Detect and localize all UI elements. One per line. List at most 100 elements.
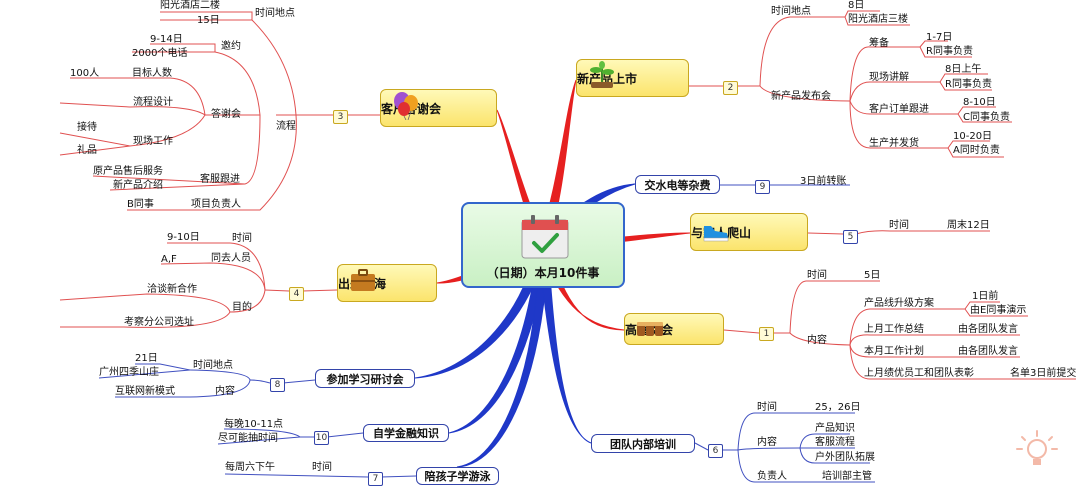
node-value: 25，26日 <box>815 402 861 413</box>
branch-count-badge[interactable]: 6 <box>708 444 723 458</box>
connector-line <box>849 344 1076 380</box>
node-thanks-event: 答谢会 <box>211 109 241 120</box>
branch-count-badge[interactable]: 10 <box>314 431 329 445</box>
branch-count-badge[interactable]: 9 <box>755 180 770 194</box>
branch-count-badge[interactable]: 8 <box>270 378 285 392</box>
topic-label: 自学金融知识 <box>373 427 439 440</box>
node-employee-award: 上月绩优员工和团队表彰 <box>864 368 974 379</box>
node-value: 客服流程 <box>815 437 855 448</box>
topic-customer-appreciation[interactable]: 客户答谢会 <box>380 89 497 127</box>
branch-count-badge[interactable]: 2 <box>723 81 738 95</box>
connector-line <box>59 114 206 147</box>
connector-line <box>160 11 253 20</box>
connector-line <box>947 147 1004 158</box>
connector-line <box>132 51 261 116</box>
connector-line <box>939 81 992 91</box>
node-value: R同事负责 <box>926 46 973 57</box>
node-owner: 负责人 <box>757 471 787 482</box>
connector-line <box>301 289 338 292</box>
connector-line <box>70 77 206 116</box>
node-value: 礼品 <box>77 145 97 156</box>
node-time-place: 时间地点 <box>255 8 295 19</box>
node-value: 1日前 <box>972 291 999 302</box>
calendar-check-icon <box>521 215 569 259</box>
connector-line <box>115 379 251 398</box>
node-monthly-plan: 本月工作计划 <box>864 346 924 357</box>
node-value: 户外团队拓展 <box>815 452 875 463</box>
branch-count-badge[interactable]: 7 <box>368 472 383 486</box>
node-value: R同事负责 <box>945 79 992 90</box>
node-content: 内容 <box>807 335 827 346</box>
node-value: 尽可能抽时间 <box>218 433 278 444</box>
connector-line <box>849 334 1020 346</box>
connector-line <box>326 432 364 438</box>
node-target: 目标人数 <box>132 68 172 79</box>
connector-line <box>160 19 297 116</box>
connector-line <box>849 73 988 102</box>
node-time: 时间 <box>807 270 827 281</box>
connector-line <box>127 114 297 211</box>
lightbulb-icon <box>1016 430 1058 465</box>
node-follow-up: 客服跟进 <box>200 174 240 185</box>
node-value: 名单3日前提交 <box>1010 368 1077 379</box>
connector-line <box>694 442 709 451</box>
node-preparation: 筹备 <box>869 38 889 49</box>
branch-count-badge[interactable]: 5 <box>843 230 858 244</box>
branch-count-badge[interactable]: 1 <box>759 327 774 341</box>
topic-label: 陪孩子学游泳 <box>424 470 491 483</box>
connector-line <box>799 447 870 464</box>
topic-utility-bills[interactable]: 交水电等杂费 <box>635 175 720 194</box>
node-value: 由E同事演示 <box>970 305 1027 316</box>
connector-line <box>189 369 251 381</box>
connector-line <box>135 363 191 371</box>
connector-line <box>249 379 271 384</box>
branch-count-badge[interactable]: 3 <box>333 110 348 124</box>
node-value: A同时负责 <box>953 145 1000 156</box>
connector-line <box>59 293 231 313</box>
node-value: 洽谈新合作 <box>147 284 197 295</box>
topic-label: 团队内部培训 <box>610 437 676 451</box>
main-branch-blue <box>537 244 592 444</box>
central-topic[interactable]: （日期）本月10件事 <box>461 202 625 288</box>
topic-kids-swimming[interactable]: 陪孩子学游泳 <box>416 467 499 485</box>
node-value: 新产品介绍 <box>113 180 163 191</box>
topic-shanghai-trip[interactable]: 出差上海 <box>337 264 437 302</box>
node-time: 时间 <box>232 233 252 244</box>
node-value: 2000个电话 <box>132 48 188 59</box>
node-value: 考察分公司选址 <box>124 317 194 328</box>
connector-line <box>759 10 880 87</box>
branch-count-badge[interactable]: 4 <box>289 287 304 301</box>
connector-line <box>964 308 1028 317</box>
connector-line <box>109 114 261 191</box>
topic-internal-training[interactable]: 团队内部培训 <box>591 434 695 453</box>
connector-line <box>737 447 801 451</box>
node-companions: 同去人员 <box>211 253 251 264</box>
node-value: 原产品售后服务 <box>93 166 163 177</box>
connector-line <box>380 475 417 478</box>
node-value: 每晚10-11点 <box>224 419 284 430</box>
node-time: 时间 <box>757 402 777 413</box>
node-content: 内容 <box>215 386 235 397</box>
connector-line <box>217 436 301 445</box>
central-topic-title: （日期）本月10件事 <box>486 266 600 280</box>
connector-line <box>282 379 316 384</box>
connector-line <box>150 43 216 52</box>
connector-line <box>737 412 855 451</box>
connector-line <box>229 289 266 313</box>
node-site-work: 现场工作 <box>133 136 173 147</box>
node-purpose: 目的 <box>232 302 252 313</box>
node-launch-event: 新产品发布会 <box>771 91 831 102</box>
connector-line <box>799 433 850 449</box>
connector-line <box>849 100 990 149</box>
node-value: 广州四季山庄 <box>99 367 159 378</box>
topic-seminar[interactable]: 参加学习研讨会 <box>315 369 415 388</box>
topic-executive-meeting[interactable]: 高管例会 <box>624 313 724 345</box>
connector-line <box>807 232 844 235</box>
topic-family-hiking[interactable]: 与家人爬山 <box>690 213 808 251</box>
node-value: 每周六下午 <box>225 462 275 473</box>
topic-new-product-launch[interactable]: 新产品上市 <box>576 59 689 97</box>
node-value: 5日 <box>864 270 881 281</box>
connector-line <box>789 280 880 334</box>
sprout-icon <box>590 61 614 88</box>
topic-self-study-finance[interactable]: 自学金融知识 <box>363 424 449 442</box>
